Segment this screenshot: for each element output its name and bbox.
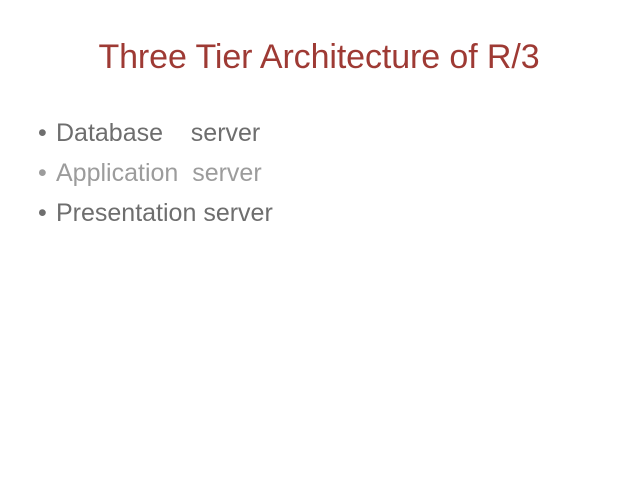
list-item-label: Database server [56, 119, 261, 147]
bullet-dot-icon: • [38, 159, 47, 187]
list-item-label: Application server [56, 159, 262, 187]
bullet-list: • Database server • Application server •… [30, 113, 608, 233]
list-item[interactable]: • Presentation server [30, 193, 608, 233]
list-item[interactable]: • Application server [30, 153, 608, 193]
bullet-dot-icon: • [38, 199, 47, 227]
page-title: Three Tier Architecture of R/3 [98, 38, 540, 76]
list-item[interactable]: • Database server [30, 113, 608, 153]
bullet-dot-icon: • [38, 119, 47, 147]
list-item-label: Presentation server [56, 199, 273, 227]
